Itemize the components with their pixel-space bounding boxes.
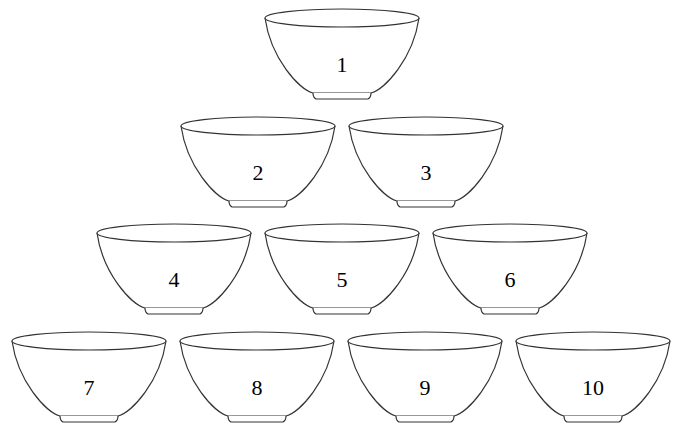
bowl: 4 xyxy=(95,222,253,316)
bowl-number: 5 xyxy=(263,269,421,291)
bowl-rim xyxy=(181,117,335,135)
bowl-foot xyxy=(145,308,203,314)
bowl-number: 8 xyxy=(178,377,336,399)
bowl: 2 xyxy=(179,115,337,209)
bowl-number: 4 xyxy=(95,269,253,291)
bowl-number: 6 xyxy=(431,269,589,291)
bowl-foot xyxy=(396,416,454,422)
bowl-rim xyxy=(265,224,419,242)
bowl-foot xyxy=(228,416,286,422)
bowl-foot xyxy=(60,416,118,422)
bowl-number: 1 xyxy=(263,54,421,76)
bowl-foot xyxy=(229,201,287,207)
bowl: 7 xyxy=(10,330,168,424)
bowl: 3 xyxy=(347,115,505,209)
bowl-foot xyxy=(313,308,371,314)
bowl-rim xyxy=(349,117,503,135)
bowl-rim xyxy=(265,9,419,27)
bowl-foot xyxy=(313,93,371,99)
bowl-number: 10 xyxy=(514,377,672,399)
bowl-rim xyxy=(516,332,670,350)
bowl-number: 3 xyxy=(347,162,505,184)
bowl: 9 xyxy=(346,330,504,424)
bowl-foot xyxy=(564,416,622,422)
bowl-foot xyxy=(481,308,539,314)
bowl: 10 xyxy=(514,330,672,424)
bowl: 8 xyxy=(178,330,336,424)
bowl-number: 7 xyxy=(10,377,168,399)
bowl-number: 2 xyxy=(179,162,337,184)
bowl-rim xyxy=(433,224,587,242)
bowl-rim xyxy=(97,224,251,242)
bowl-rim xyxy=(12,332,166,350)
bowl-rim xyxy=(348,332,502,350)
bowl: 6 xyxy=(431,222,589,316)
bowl: 1 xyxy=(263,7,421,101)
bowl: 5 xyxy=(263,222,421,316)
bowl-foot xyxy=(397,201,455,207)
bowl-number: 9 xyxy=(346,377,504,399)
bowl-rim xyxy=(180,332,334,350)
